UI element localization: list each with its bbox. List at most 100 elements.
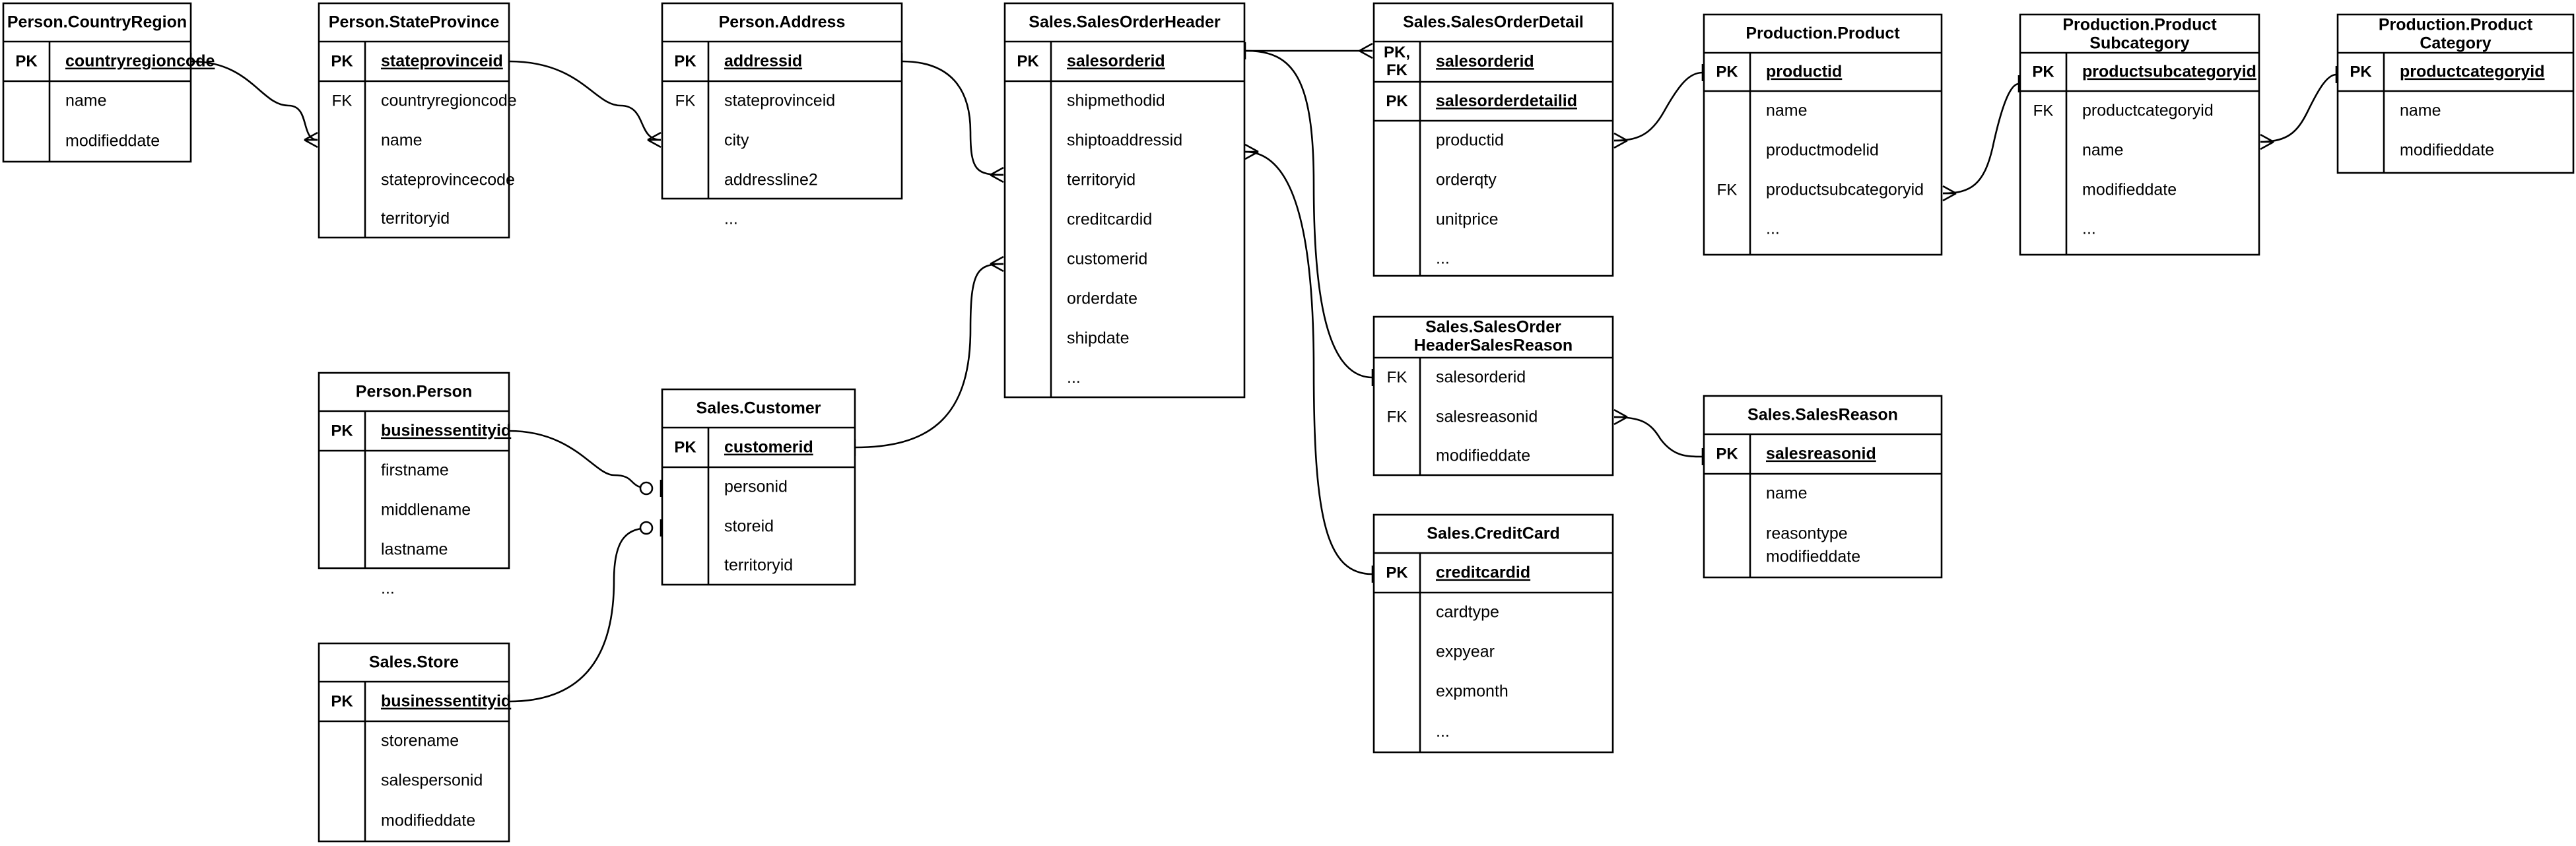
attribute-pk: creditcardid	[1436, 564, 1530, 582]
relationship-line	[901, 60, 1004, 176]
attribute: stateprovincecode	[381, 171, 515, 189]
relationship-rel-stateprovince-address[interactable]	[508, 53, 661, 148]
relationship-rel-salesorderheader-salesorderdetail[interactable]	[1244, 42, 1373, 59]
relationship-line	[1246, 49, 1373, 379]
relationship-rel-address-salesorderheader[interactable]	[900, 53, 1004, 183]
relationship-rel-salesorderheader-salesorderheadersalesreason[interactable]	[1246, 49, 1374, 386]
relationship-rel-product-productsubcategory[interactable]	[1942, 75, 2020, 202]
relationship-rel-person-customer[interactable]	[508, 422, 662, 497]
attribute-pk: businessentityid	[381, 692, 511, 711]
relationship-rel-salesorderdetail-product[interactable]	[1613, 64, 1704, 149]
attribute: productid	[1436, 131, 1504, 150]
key-label-pk: PK	[1386, 564, 1408, 581]
attribute: salesorderid	[1436, 368, 1526, 387]
attribute: shipmethodid	[1067, 92, 1165, 110]
attribute: countryregioncode	[381, 92, 517, 110]
key-label-pk: PK	[331, 422, 353, 439]
entity-box	[2336, 13, 2575, 174]
attribute: ...	[724, 210, 738, 228]
entity-box	[661, 388, 856, 586]
key-label-pk: PK	[674, 52, 696, 70]
key-label-fk: FK	[1387, 368, 1407, 386]
entity-title-line: Sales.SalesOrder	[1425, 318, 1561, 337]
relationship-line	[508, 60, 661, 141]
entity-box	[318, 642, 510, 843]
attribute: firstname	[381, 461, 449, 480]
attribute: addressline2	[724, 171, 818, 189]
key-label-pk: PK	[15, 52, 38, 70]
crows-foot-icon	[1613, 408, 1628, 418]
entity-title: Production.Product	[1746, 24, 1900, 43]
attribute: expyear	[1436, 643, 1495, 661]
entity-title: Sales.CreditCard	[1427, 525, 1559, 543]
relationship-line	[1613, 71, 1703, 142]
attribute-pk: salesorderid	[1067, 52, 1165, 71]
crows-foot-icon	[990, 166, 1004, 176]
crows-foot-icon	[2260, 133, 2274, 143]
relationship-line	[1613, 416, 1703, 458]
attribute: orderqty	[1436, 171, 1497, 189]
attribute-pk: salesreasonid	[1766, 445, 1876, 463]
crows-foot-icon	[990, 263, 1004, 273]
attribute-pk: stateprovinceid	[381, 52, 503, 71]
relationship-rel-store-customer[interactable]	[508, 519, 662, 710]
attribute: city	[724, 131, 749, 150]
relationship-line	[508, 430, 651, 490]
entity-box	[661, 2, 903, 200]
entity-box	[1373, 513, 1614, 754]
attribute: creditcardid	[1067, 211, 1152, 229]
attribute: productmodelid	[1766, 141, 1879, 160]
relationship-rel-customer-salesorderheader[interactable]	[854, 255, 1004, 456]
crows-foot-icon	[304, 131, 318, 141]
attribute: territoryid	[1067, 171, 1135, 189]
key-label-fk: FK	[1717, 181, 1738, 199]
attribute: personid	[724, 478, 788, 496]
attribute-pk: productcategoryid	[2400, 63, 2544, 81]
key-label-pk: PK	[331, 692, 353, 710]
entity-box	[1703, 13, 1943, 256]
entity-box	[1003, 2, 1246, 399]
crows-foot-icon	[1244, 143, 1259, 153]
relationship-line	[2260, 73, 2337, 143]
attribute: ...	[1436, 249, 1450, 268]
entity-title-line: HeaderSalesReason	[1414, 337, 1573, 355]
key-label-pk: PK	[331, 52, 353, 70]
attribute: salespersonid	[381, 771, 483, 790]
entity-box	[318, 2, 510, 239]
attribute: modifieddate	[2082, 181, 2177, 199]
relationship-rel-salesorderheadersalesreason-salesreason[interactable]	[1613, 408, 1704, 465]
entity-title-line: Category	[2420, 34, 2491, 53]
crows-foot-icon	[1613, 132, 1628, 142]
key-label-pk: PK	[1716, 445, 1738, 463]
attribute: modifieddate	[65, 132, 160, 150]
attribute: modifieddate	[1436, 447, 1530, 465]
relationship-rel-creditcard-salesorderheader[interactable]	[1244, 143, 1374, 583]
key-label-pk-fk: FK	[1386, 61, 1408, 79]
attribute: cardtype	[1436, 603, 1499, 622]
crows-foot-icon	[647, 131, 661, 141]
crows-foot-icon	[990, 255, 1004, 265]
entity-box	[1373, 315, 1614, 476]
attribute: ...	[1436, 723, 1450, 741]
zero-circle-icon	[639, 481, 654, 496]
relationship-rel-productsubcategory-productcategory[interactable]	[2260, 66, 2338, 150]
crows-foot-icon	[1613, 139, 1628, 149]
attribute: modifieddate	[381, 812, 475, 830]
